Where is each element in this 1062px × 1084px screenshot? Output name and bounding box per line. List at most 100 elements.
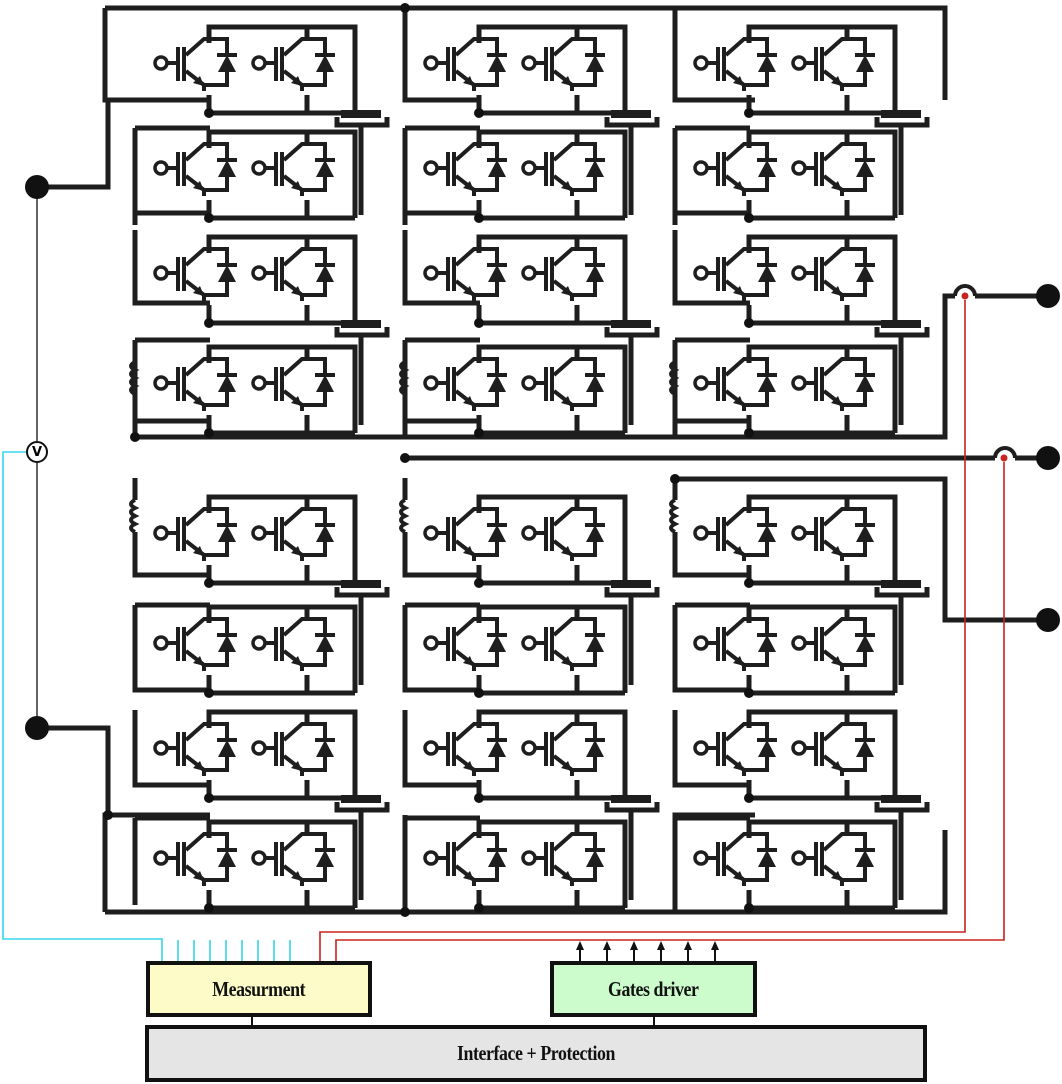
emitter-arrow-icon <box>831 656 842 666</box>
cell-negative-rail <box>206 565 355 586</box>
submodule-cell <box>423 832 605 886</box>
gate-terminal-icon <box>251 525 267 541</box>
igbt-switch <box>521 247 605 301</box>
collector-lead <box>454 247 499 267</box>
collector-lead <box>822 832 867 852</box>
submodule-cell <box>153 507 335 561</box>
igbt-switch <box>423 722 507 776</box>
diode-lead <box>842 75 867 87</box>
igbt-switch <box>791 507 875 561</box>
cell-negative-rail <box>476 675 625 696</box>
capacitor-icon <box>341 110 381 118</box>
diode-icon <box>856 635 874 652</box>
submodule-cell <box>693 142 875 196</box>
cell-negative-rail <box>476 780 625 801</box>
diode-icon <box>316 850 334 867</box>
gates-driver-block: Gates driver <box>550 961 757 1017</box>
igbt-switch <box>791 357 875 411</box>
submodule-cell <box>153 247 335 301</box>
igbt-switch <box>791 722 875 776</box>
cell-positive-rail <box>476 709 628 798</box>
igbt-switch <box>791 142 875 196</box>
submodule-cell <box>423 247 605 301</box>
diode-lead <box>744 285 769 297</box>
upper-arm-1 <box>206 24 390 436</box>
cell-negative-rail <box>746 565 895 586</box>
junction-dot-icon <box>474 578 484 588</box>
diode-lead <box>302 180 327 192</box>
capacitor-plate <box>334 327 390 338</box>
gate-terminal-icon <box>251 265 267 281</box>
emitter-arrow-icon <box>291 396 302 406</box>
cell-positive-rail <box>746 819 898 908</box>
cell-positive-rail <box>476 604 628 693</box>
arm-frame <box>132 532 210 578</box>
cell-positive-rail <box>476 494 628 583</box>
gate-terminal-icon <box>251 635 267 651</box>
collector-lead <box>282 357 327 377</box>
diode-lead <box>744 870 769 882</box>
capacitor-icon <box>881 580 921 588</box>
capacitor-plate <box>874 587 930 598</box>
gates-driver-label: Gates driver <box>608 976 699 1001</box>
capacitor-plate <box>334 802 390 813</box>
diode-lead <box>204 285 229 297</box>
cell-negative-rail <box>746 675 895 696</box>
submodule-cell <box>423 722 605 776</box>
diode-lead <box>842 285 867 297</box>
diode-lead <box>302 285 327 297</box>
cell-negative-rail <box>206 415 355 436</box>
collector-lead <box>184 722 229 742</box>
submodule-cell <box>153 617 335 671</box>
diode-lead <box>474 180 499 192</box>
igbt-switch <box>791 37 875 91</box>
igbt-switch <box>521 357 605 411</box>
cell-positive-rail <box>746 344 898 433</box>
gate-terminal-icon <box>251 160 267 176</box>
igbt-switch <box>423 507 507 561</box>
gate-terminal-icon <box>423 375 439 391</box>
cell-positive-rail <box>746 494 898 583</box>
submodule-cell <box>153 832 335 886</box>
voltmeter-label: V <box>31 444 43 460</box>
gate-terminal-icon <box>153 850 169 866</box>
igbt-switch <box>153 507 237 561</box>
gate-terminal-icon <box>423 265 439 281</box>
diode-icon <box>316 265 334 282</box>
cell-positive-rail <box>206 494 358 583</box>
collector-lead <box>552 722 597 742</box>
capacitor-plate <box>334 587 390 598</box>
gate-terminal-icon <box>521 55 537 71</box>
cell-positive-rail <box>746 709 898 798</box>
diode-lead <box>474 75 499 87</box>
diode-lead <box>572 285 597 297</box>
igbt-switch <box>153 247 237 301</box>
capacitor-icon <box>341 795 381 803</box>
gate-terminal-icon <box>423 635 439 651</box>
diode-lead <box>204 655 229 667</box>
junction-dot-icon <box>400 3 410 13</box>
capacitor-icon <box>611 320 651 328</box>
emitter-arrow-icon <box>831 181 842 191</box>
bus-drop <box>402 8 480 103</box>
collector-lead <box>184 832 229 852</box>
igbt-switch <box>423 142 507 196</box>
collector-lead <box>724 247 769 267</box>
upper-arm-3 <box>746 24 930 436</box>
collector-lead <box>552 832 597 852</box>
diode-icon <box>218 265 236 282</box>
inductor-icon <box>129 498 140 534</box>
gate-terminal-icon <box>153 740 169 756</box>
collector-lead <box>552 142 597 162</box>
gate-terminal-icon <box>521 525 537 541</box>
cell-negative-rail <box>206 95 355 116</box>
submodule-cell <box>693 357 875 411</box>
cell-positive-rail <box>206 819 358 908</box>
diode-lead <box>204 545 229 557</box>
inductor-icon <box>129 360 140 396</box>
emitter-arrow-icon <box>733 871 744 881</box>
inductor-icon <box>669 498 680 534</box>
igbt-switch <box>693 617 777 671</box>
gate-terminal-icon <box>251 375 267 391</box>
cell-negative-rail <box>476 415 625 436</box>
